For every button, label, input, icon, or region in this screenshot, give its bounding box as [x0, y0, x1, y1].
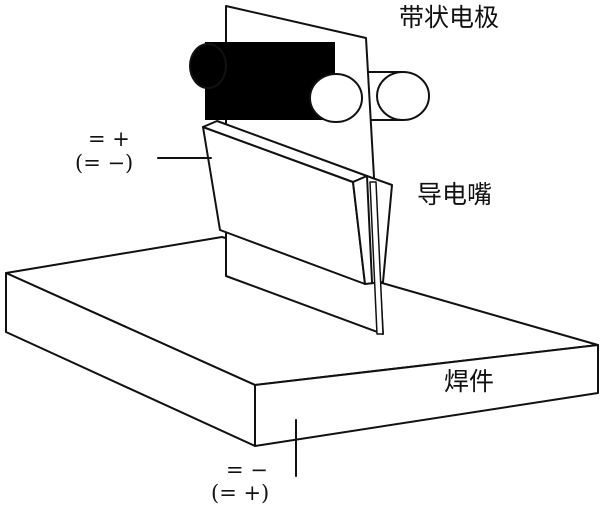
workpiece-left-face — [5, 272, 256, 447]
nozzle-polarity-alternate: (= −) — [75, 151, 134, 175]
nozzle-polarity-primary: = + — [88, 127, 130, 151]
workpiece-polarity-primary: = − — [226, 458, 268, 482]
workpiece-plate — [5, 236, 599, 447]
workpiece-polarity-alternate: (= +) — [211, 481, 270, 505]
contact-tube-label: 导电嘴 — [417, 180, 493, 209]
strip-electrode-tip — [369, 181, 384, 335]
workpiece-label: 焊件 — [444, 367, 495, 396]
front-feed-roller — [189, 42, 363, 123]
strip-electrode-label: 带状电极 — [399, 3, 500, 32]
contact-tube — [202, 120, 393, 285]
